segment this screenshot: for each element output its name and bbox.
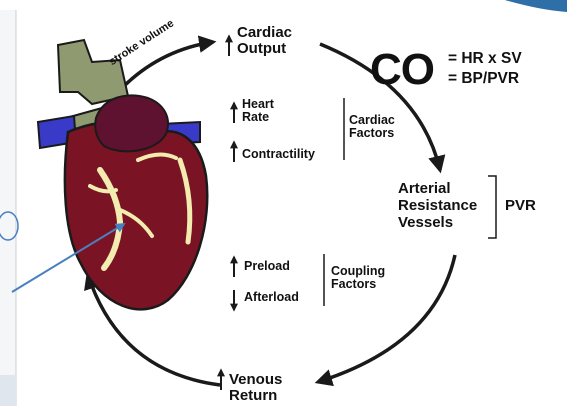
preload-label: Preload — [244, 260, 290, 273]
heart-illustration — [38, 40, 207, 309]
co-symbol: CO — [370, 48, 434, 92]
arterial-line1: Arterial — [398, 181, 451, 196]
arterial-line3: Vessels — [398, 215, 453, 230]
co-formula-line2: = BP/PVR — [448, 70, 519, 88]
arterial-line2: Resistance — [398, 198, 477, 213]
afterload-label: Afterload — [244, 291, 299, 304]
cardiac-output-line1: Cardiac — [237, 25, 292, 40]
cardiac-output-line2: Output — [237, 41, 286, 56]
factor-arrows — [221, 36, 234, 390]
co-formula-line1: = HR x SV — [448, 50, 522, 68]
venous-return-line2: Return — [229, 388, 277, 403]
venous-return-line1: Venous — [229, 372, 282, 387]
pvr-label: PVR — [505, 198, 536, 213]
pvr-bracket — [488, 176, 496, 238]
heart-rate-line2: Rate — [242, 111, 269, 124]
top-right-corner — [505, 0, 567, 12]
coupling-factors-line2: Factors — [331, 278, 376, 291]
contractility-label: Contractility — [242, 148, 315, 161]
left-slide-strip — [0, 10, 16, 406]
cardiac-factors-line2: Factors — [349, 127, 394, 140]
